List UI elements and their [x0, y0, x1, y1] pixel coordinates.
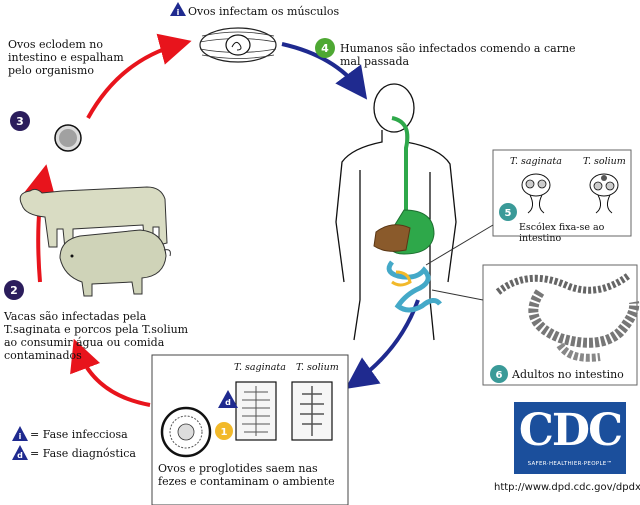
step-4-line-1: Humanos são infectados comendo a carne: [340, 42, 576, 55]
cdc-logo-tagline: SAFER·HEALTHIER·PEOPLE™: [527, 461, 613, 467]
proglottid-solium-illustration: [291, 381, 333, 441]
step-2-line-4: contaminados: [4, 349, 82, 362]
pointer-line-adult: [431, 289, 484, 301]
scolex-solium-label: T. solium: [583, 156, 626, 167]
proglottid-saginata-illustration: [235, 381, 277, 441]
arrow-animals-to-egg: [24, 164, 56, 283]
legend-infective-letter: i: [19, 432, 22, 441]
step-5-number: 5: [505, 208, 512, 219]
proglottid-solium-label: T. solium: [296, 362, 339, 373]
arrow-box-to-animals: [70, 338, 151, 407]
pointer-line-scolex: [425, 224, 494, 266]
step-3-number: 3: [16, 115, 24, 128]
step-1-box-line-1: Ovos e proglotides saem nas: [158, 462, 318, 475]
egg-illustration: [160, 406, 212, 458]
step-1-box-label: Ovos e proglotides saem nas fezes e cont…: [158, 462, 335, 488]
legend-diagnostic-letter: d: [17, 451, 23, 460]
step-1-box-line-2: fezes e contaminam o ambiente: [158, 475, 335, 488]
step-1-label: Ovos infectam os músculos: [188, 5, 340, 18]
step-2-label: Vacas são infectadas pela T.saginata e p…: [4, 310, 188, 362]
legend-infective-label: = Fase infecciosa: [30, 428, 128, 441]
adult-worm-illustration: [495, 273, 640, 362]
step-3-line-1: Ovos eclodem no: [8, 38, 103, 51]
diagnostic-letter-box: d: [225, 398, 231, 407]
step-3-line-3: pelo organismo: [8, 64, 94, 77]
step-3-badge: 3: [10, 111, 30, 131]
step-4-label: Humanos são infectados comendo a carne m…: [340, 42, 576, 68]
arrow-muscle-to-human: [281, 42, 368, 100]
step-2-line-2: T.saginata e porcos pela T.solium: [4, 323, 189, 336]
step-3-label: Ovos eclodem no intestino e espalham pel…: [8, 38, 124, 77]
legend-infective-triangle: i: [12, 426, 28, 441]
cdc-logo: CDC SAFER·HEALTHIER·PEOPLE™: [514, 402, 626, 474]
arrow-egg-to-muscle: [86, 33, 192, 119]
step-1-number: 1: [221, 427, 228, 438]
step-2-line-3: ao consumir água ou comida: [4, 336, 165, 349]
step-2-line-1: Vacas são infectadas pela: [4, 310, 147, 323]
source-url: http://www.dpd.cdc.gov/dpdx: [494, 482, 640, 493]
step-5-label: Escólex fixa-se ao intestino: [519, 222, 605, 244]
muscle-cyst-illustration: [199, 27, 277, 63]
step-1-badge: 1: [215, 422, 233, 440]
scolex-saginata-label: T. saginata: [510, 156, 562, 167]
infective-stage-triangle-top: i: [170, 2, 186, 17]
step-6-badge: 6: [490, 365, 508, 383]
cow-illustration: [19, 186, 168, 250]
step-3-line-2: intestino e espalham: [8, 51, 124, 64]
proglottid-saginata-label: T. saginata: [234, 362, 286, 373]
legend-diagnostic-triangle: d: [12, 445, 28, 460]
infective-letter-top: i: [177, 8, 180, 17]
step-4-number: 4: [321, 42, 329, 55]
cdc-logo-text: CDC: [518, 405, 623, 456]
step-5-badge: 5: [499, 203, 517, 221]
scolex-solium-icon: [589, 173, 619, 214]
step-2-number: 2: [10, 284, 18, 297]
legend-diagnostic-label: = Fase diagnóstica: [30, 447, 136, 460]
scolex-saginata-icon: [521, 173, 551, 214]
pig-illustration: [59, 229, 171, 297]
step-6-label: Adultos no intestino: [512, 368, 624, 381]
step-4-badge: 4: [315, 38, 335, 58]
human-body-illustration: [335, 83, 457, 341]
step-4-line-2: mal passada: [340, 55, 410, 68]
diagnostic-stage-triangle-box: d: [218, 390, 238, 408]
step-6-number: 6: [496, 370, 503, 381]
hatched-egg-illustration: [54, 124, 82, 152]
step-2-badge: 2: [4, 280, 24, 300]
